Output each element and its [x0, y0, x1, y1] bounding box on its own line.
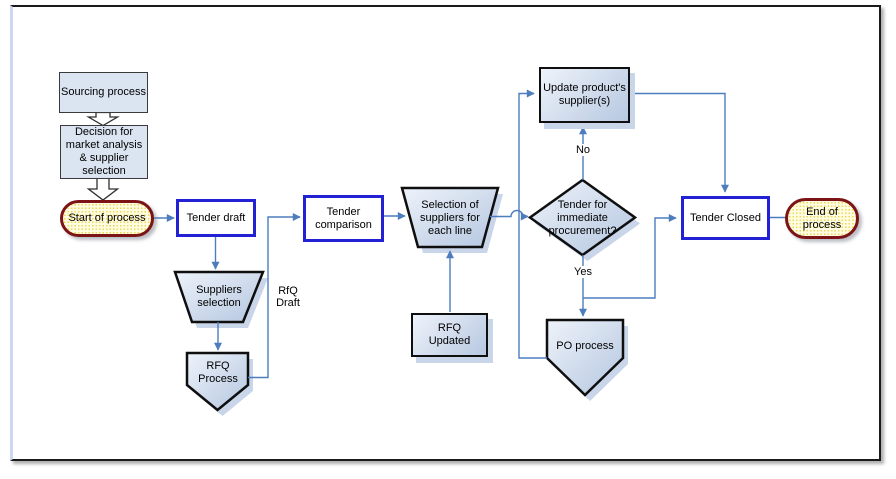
edge-po-process-to-update: [518, 89, 547, 359]
node-update-products-suppliers: Update product's supplier(s): [539, 67, 630, 123]
node-rfq-process-label: RFQ Process: [198, 360, 238, 385]
rfq-process-shape: [185, 351, 253, 416]
block-arrow-down-1: [86, 111, 120, 127]
node-start-of-process: Start of process: [60, 200, 154, 237]
node-tender-comparison: Tender comparison: [303, 195, 384, 242]
edge-selection-to-diamond: [490, 209, 529, 221]
node-decision-market-analysis: Decision for market analysis & supplier …: [60, 125, 148, 179]
po-process-shape: [545, 318, 628, 401]
block-arrow-down-2: [86, 176, 120, 201]
selection-of-suppliers-shape: [400, 186, 503, 253]
connector-edges: [153, 89, 786, 379]
suppliers-selection-shape: [173, 270, 268, 328]
node-selection-of-suppliers-label: Selection of suppliers for each line: [420, 198, 480, 237]
node-tender-closed: Tender Closed: [681, 196, 770, 240]
node-suppliers-selection-label: Suppliers selection: [196, 284, 242, 309]
edge-update-to-tender-closed: [629, 92, 729, 193]
edge-label-yes: Yes: [570, 266, 596, 278]
edge-rfq-process-to-tender-comparison: [248, 213, 301, 379]
node-tender-draft: Tender draft: [176, 199, 256, 237]
node-tender-immediate-procurement-label: Tender for immediate procurement?: [548, 198, 617, 237]
edge-yes-branch-to-tender-closed: [583, 214, 677, 299]
edge-label-rfq-draft: RfQ Draft: [276, 285, 300, 309]
edge-label-no: No: [570, 144, 596, 156]
node-po-process-label: PO process: [556, 339, 614, 352]
node-end-of-process: End of process: [785, 198, 859, 239]
node-sourcing-process: Sourcing process: [59, 72, 148, 113]
node-rfq-updated: RFQ Updated: [411, 313, 488, 357]
